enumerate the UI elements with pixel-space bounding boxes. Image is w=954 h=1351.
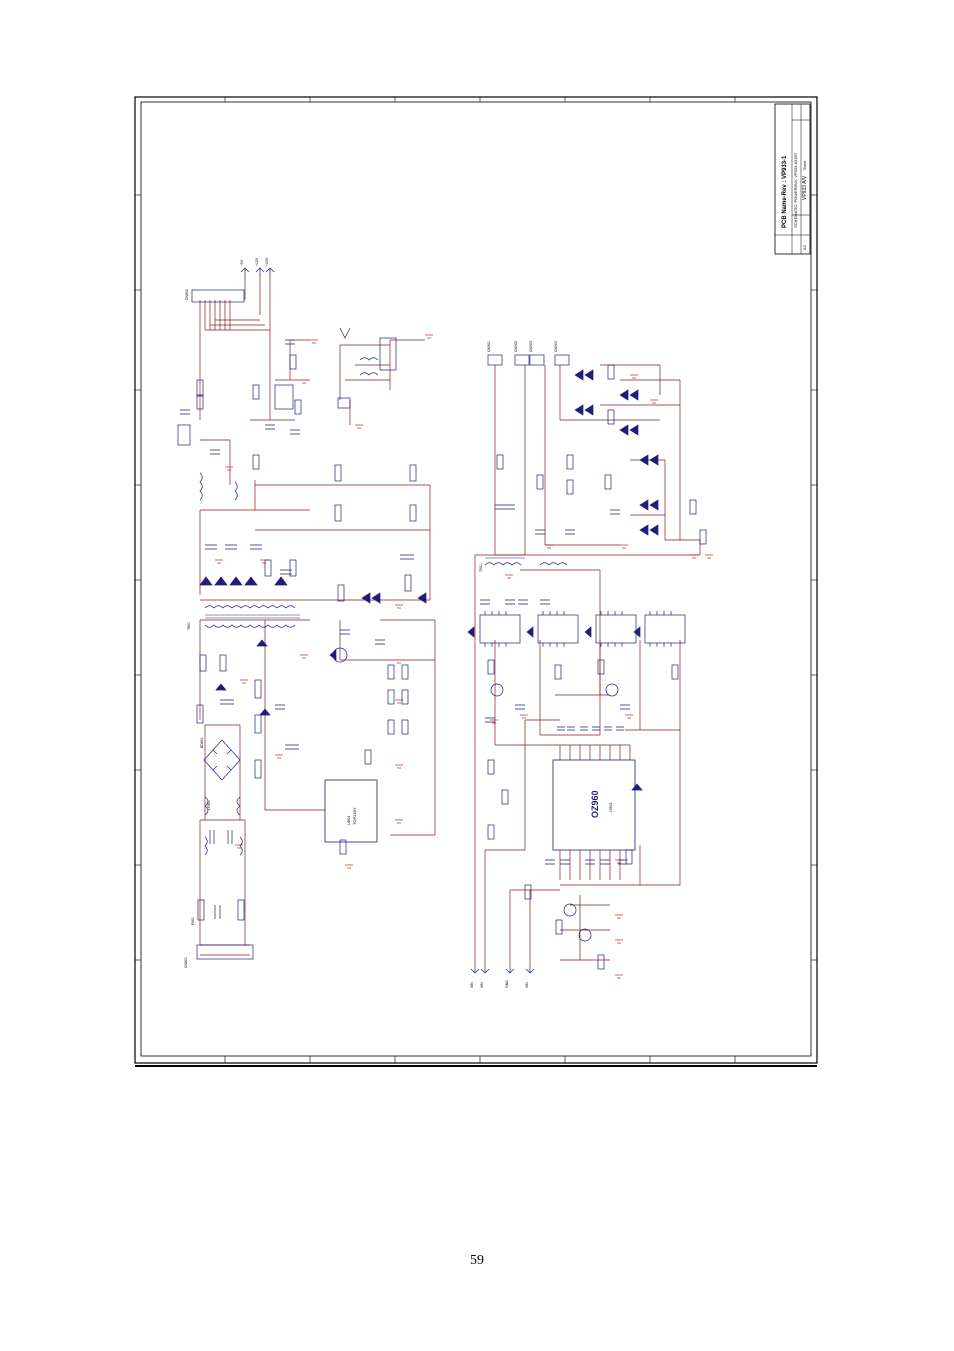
net-label-vin-1: VIN [470, 982, 474, 988]
net-label-24v: +24V [265, 257, 269, 266]
page-number: 59 [470, 1253, 484, 1268]
label-main-transformer: T801 [187, 622, 191, 630]
label-lamp-3: CN903 [529, 341, 533, 352]
title-project: PCB Name-Rev : VP933-1 [782, 155, 788, 228]
net-label-gnd: GND [505, 980, 509, 988]
label-bridge: BD801 [200, 737, 204, 748]
title-drawing-no: VP933 A/V [802, 175, 808, 200]
net-label-5v: +5V [240, 259, 244, 266]
label-lamp-2: CN902 [514, 341, 518, 352]
title-sheet: Sheet [803, 161, 807, 170]
power-supply-wiring [199, 275, 436, 956]
net-label-vin-3: VIN [525, 982, 529, 988]
label-filter: LF801 [207, 800, 211, 810]
u901-part: OZ960 [590, 790, 600, 818]
title-size: A3 [802, 244, 807, 250]
label-lamp-4: CN904 [554, 341, 558, 352]
title-schematic: SCHEMATIC: POWER/INV. VP933-A933T [793, 152, 798, 228]
label-output-connector: CN802 [185, 289, 189, 300]
inverter-components [467, 354, 707, 974]
u901-ref: U901 [608, 802, 613, 812]
title-block: PCB Name-Rev : VP933-1 SCHEMATIC: POWER/… [774, 103, 811, 255]
pwm-controller-u801: U801 TOP246Y [324, 779, 378, 843]
label-fuse: F801 [191, 917, 195, 925]
inverter-controller-u901: OZ960 U901 [552, 759, 636, 851]
power-components [177, 267, 427, 960]
u801-part: TOP246Y [352, 807, 357, 825]
zone-ticks [135, 97, 817, 1063]
net-label-vin-2: VIN [480, 982, 484, 988]
net-label-12v: +12V [255, 257, 259, 266]
label-ac-connector: CN801 [184, 957, 188, 968]
schematic-labels: CN801 CN802 BD801 T801 T901 F801 LF801 C… [184, 257, 558, 988]
inverter-wiring [474, 364, 701, 965]
label-lamp-1: CN901 [487, 341, 491, 352]
label-inverter-transformer: T901 [479, 564, 483, 572]
u801-ref: U801 [346, 815, 351, 825]
